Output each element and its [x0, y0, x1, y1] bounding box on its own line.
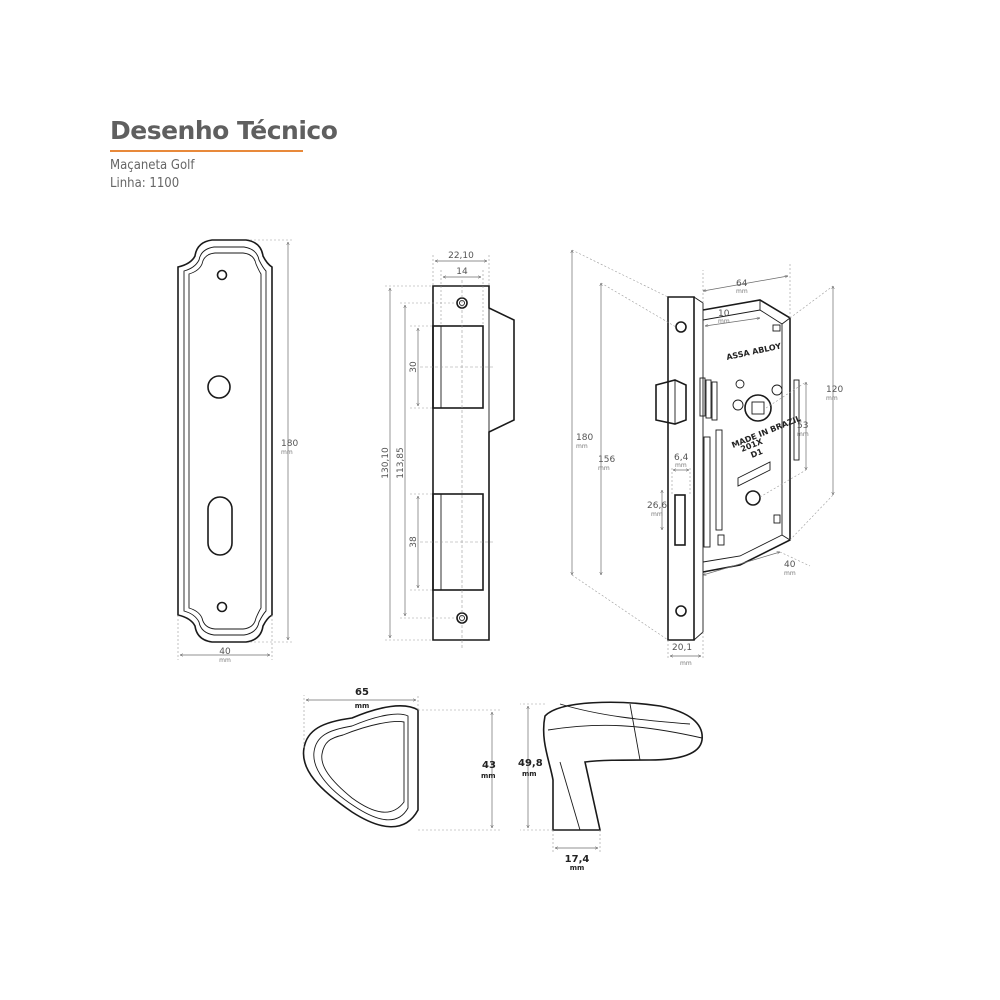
handle-length: 65 [355, 687, 369, 698]
plate-height-unit: mm [281, 449, 293, 456]
lock-latch: 26,6 [647, 501, 667, 511]
svg-text:mm: mm [675, 462, 687, 469]
handle-height: 49,8 [518, 758, 543, 769]
strike-height-outer: 130,10 [381, 447, 391, 479]
handle-top-view [302, 705, 419, 828]
handle-width: 43 [482, 760, 496, 771]
handle-neck: 17,4 [565, 854, 590, 865]
spindle-hole [207, 375, 231, 399]
screw-hole-bottom [216, 601, 228, 613]
strike-bottom-slot: 38 [409, 536, 419, 548]
lock-backset: 10 [718, 309, 730, 319]
plate-width-dimension: 40 mm [177, 615, 273, 664]
plate-width-value: 40 [219, 647, 231, 657]
stamp-code: D1 [749, 447, 764, 460]
lock-square: 6,4 [674, 453, 689, 463]
handle-side-view [542, 701, 703, 831]
dead-bolt [674, 494, 686, 546]
header: Desenho Técnico Maçaneta Golf Linha: 110… [110, 114, 338, 193]
strike-inner-width: 14 [456, 267, 468, 277]
latch-bolt [655, 379, 687, 425]
strike-outer-width: 22,10 [448, 251, 474, 261]
svg-text:mm: mm [718, 318, 730, 325]
lock-depth: 40 [784, 560, 796, 570]
strike-height-dimensions: 130,10 113,85 30 38 [381, 285, 455, 641]
title-underline [110, 150, 303, 152]
svg-text:mm: mm [680, 660, 692, 667]
screw-hole-top [216, 269, 228, 281]
svg-text:mm: mm [522, 770, 537, 778]
lock-face-height: 180 [576, 433, 593, 443]
svg-text:mm: mm [797, 431, 809, 438]
key-slot [207, 496, 233, 556]
strike-height-inner: 113,85 [396, 447, 406, 479]
plate-height-dimension: 180 mm [250, 239, 298, 643]
svg-text:mm: mm [481, 772, 496, 780]
strike-top-slot: 30 [409, 361, 419, 373]
product-line: Linha: 1100 [110, 176, 180, 191]
lock-face-width: 20,1 [672, 643, 692, 653]
escutcheon-plate [177, 239, 273, 643]
lock-width: 64 [736, 279, 748, 289]
product-name: Maçaneta Golf [110, 158, 195, 173]
svg-text:mm: mm [576, 443, 588, 450]
lock-center-distance: 53 [797, 421, 808, 431]
strike-plate [420, 280, 515, 648]
stamp-brand: ASSA ABLOY [726, 342, 783, 362]
svg-text:mm: mm [736, 288, 748, 295]
svg-text:mm: mm [355, 702, 370, 710]
plate-height-value: 180 [281, 439, 298, 449]
lock-screw-spacing: 156 [598, 455, 615, 465]
svg-text:mm: mm [784, 570, 796, 577]
svg-text:mm: mm [570, 864, 585, 872]
plate-width-unit: mm [219, 657, 231, 664]
page-title: Desenho Técnico [110, 116, 338, 145]
handle-side-dimensions: 49,8 mm 17,4 mm [518, 703, 601, 872]
lock-dimensions: 180 mm 156 mm 64 mm 10 mm 120 mm 53 mm 4… [572, 250, 843, 667]
lock-body-height: 120 [826, 385, 843, 395]
handle-top-dimensions: 65 mm 43 mm [303, 687, 500, 831]
svg-text:mm: mm [826, 395, 838, 402]
strike-width-dimensions: 22,10 14 [432, 251, 490, 326]
svg-text:mm: mm [598, 465, 610, 472]
svg-text:mm: mm [651, 511, 663, 518]
spindle-follower [744, 394, 772, 422]
